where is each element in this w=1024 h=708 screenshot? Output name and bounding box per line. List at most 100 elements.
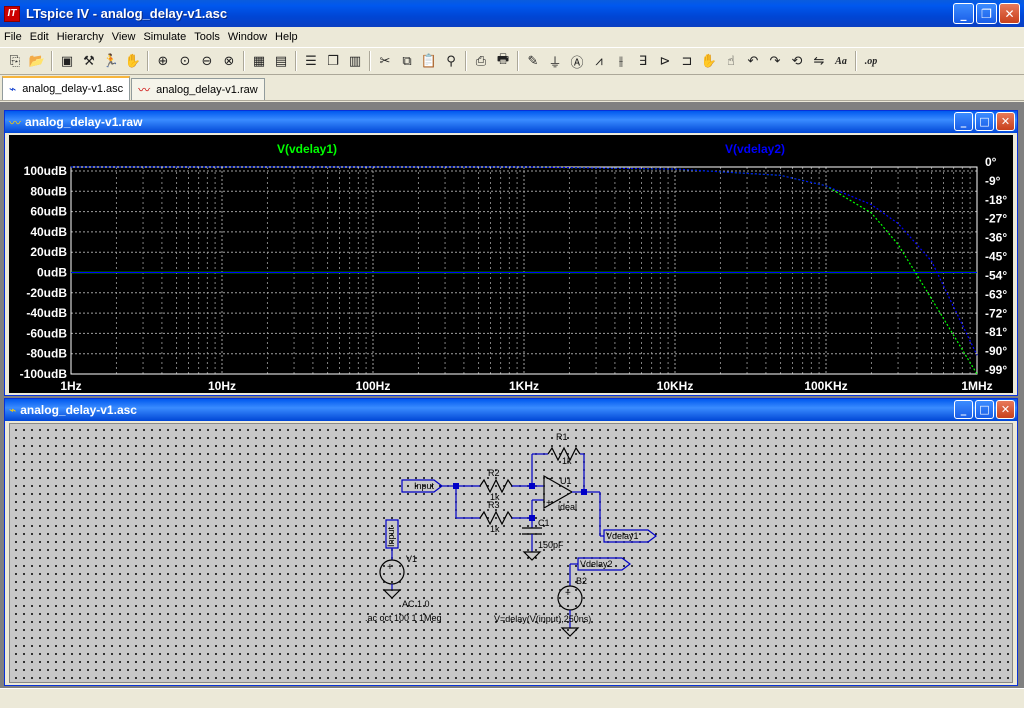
c1-label: C1 [538, 518, 550, 528]
menu-simulate[interactable]: Simulate [143, 30, 187, 43]
junction-dot [453, 483, 459, 489]
new-schematic-icon[interactable]: ⎘ [9, 53, 21, 69]
drag-icon[interactable]: ☝ [727, 53, 735, 69]
print-icon[interactable]: 🖶 [496, 52, 510, 67]
r1-value[interactable]: 1k [562, 456, 572, 466]
close-button[interactable]: ✕ [996, 112, 1015, 131]
copy-icon[interactable]: ⧉ [402, 53, 412, 69]
zoom-pan-icon[interactable]: ⊙ [179, 53, 191, 69]
r3-value[interactable]: 1k [490, 524, 500, 534]
plot-settings-icon[interactable]: ▤ [274, 53, 288, 69]
menu-help[interactable]: Help [275, 30, 298, 43]
print-setup-icon[interactable]: ⎙ [475, 53, 487, 69]
menu-edit[interactable]: Edit [29, 30, 49, 43]
menu-window[interactable]: Window [227, 30, 268, 43]
minimize-button[interactable]: _ [954, 112, 973, 131]
save-icon[interactable]: ▣ [60, 53, 74, 69]
zoom-out-icon[interactable]: ⊖ [201, 53, 213, 69]
toolbar-separator [147, 51, 149, 71]
rotate-icon[interactable]: ⟲ [791, 53, 803, 69]
r1-label: R1 [556, 432, 568, 442]
autoscale-icon[interactable]: ▦ [252, 53, 266, 69]
net-label-vdelay2[interactable]: Vdelay2 [580, 559, 613, 569]
menu-view[interactable]: View [111, 30, 136, 43]
ground-symbol [382, 589, 402, 599]
resistor-icon[interactable]: ⩘ [595, 53, 603, 69]
minimize-button[interactable]: _ [953, 3, 974, 24]
net-label-input[interactable]: Input [414, 481, 435, 491]
net-label-vdelay1-flag[interactable] [603, 529, 657, 543]
maximize-button[interactable]: □ [975, 112, 994, 131]
cut-icon[interactable]: ✂ [379, 53, 391, 69]
draw-wire-icon[interactable]: ✎ [527, 53, 539, 69]
spice-directive[interactable]: .ac oct 100 1 1Meg [365, 613, 442, 623]
open-icon[interactable]: 📂 [28, 53, 46, 69]
redo-icon[interactable]: ↷ [769, 53, 781, 69]
diode-icon[interactable]: ⊳ [659, 53, 671, 69]
halt-icon[interactable]: ✋ [124, 53, 142, 69]
close-button[interactable]: ✕ [996, 400, 1015, 419]
inductor-icon[interactable]: ∃ [638, 53, 648, 69]
x-tick-label: 1Hz [60, 379, 81, 393]
ground-icon[interactable]: ⏚ [548, 55, 562, 71]
paste-icon[interactable]: 📋 [420, 53, 438, 69]
maximize-button[interactable]: □ [975, 400, 994, 419]
net-label-vdelay1[interactable]: Vdelay1 [606, 531, 639, 541]
y2-tick-label: 0° [985, 155, 997, 169]
control-panel-icon[interactable]: ⚒ [83, 53, 95, 69]
minimize-button[interactable]: _ [954, 400, 973, 419]
schematic-window-titlebar[interactable]: ⌁ analog_delay-v1.asc _ □ ✕ [5, 399, 1017, 421]
tab-waveform[interactable]: 〰 analog_delay-v1.raw [131, 78, 265, 100]
tile-vertical-icon[interactable]: ▥ [348, 53, 362, 69]
zoom-in-icon[interactable]: ⊕ [157, 53, 169, 69]
y-tick-label: -20udB [26, 286, 67, 300]
tile-horizontal-icon[interactable]: ☰ [305, 53, 317, 69]
label-net-icon[interactable]: Ⓐ [570, 55, 584, 71]
y-tick-label: -40udB [26, 306, 67, 320]
trace-phase-1 [71, 166, 978, 356]
v1-plus-sign: + [387, 562, 393, 573]
waveform-window-title: analog_delay-v1.raw [25, 115, 143, 129]
cascade-icon[interactable]: ❐ [327, 53, 339, 69]
find-icon[interactable]: ⚲ [446, 53, 456, 69]
restore-button[interactable]: ❐ [976, 3, 997, 24]
net-label-vdelay2-flag[interactable] [577, 557, 631, 571]
close-button[interactable]: ✕ [999, 3, 1020, 24]
zoom-fit-icon[interactable]: ⊗ [223, 53, 235, 69]
r3-label: R3 [488, 500, 500, 510]
net-label-input-v1[interactable]: Input [386, 526, 397, 548]
y2-tick-label: -99° [985, 363, 1007, 377]
undo-icon[interactable]: ↶ [747, 53, 759, 69]
opamp-u1[interactable] [543, 474, 574, 510]
r2-value[interactable]: 1k [490, 492, 500, 502]
trace-label-vdelay1: V(vdelay1) [277, 142, 337, 156]
menu-file[interactable]: File [4, 30, 22, 43]
menu-tools[interactable]: Tools [194, 30, 220, 43]
tab-schematic[interactable]: ⌁ analog_delay-v1.asc [2, 76, 131, 100]
schematic-svg: − + + + [379, 446, 657, 637]
component-icon[interactable]: ⊐ [681, 53, 693, 69]
capacitor-icon[interactable]: ⫲ [618, 53, 624, 69]
resistor-r2[interactable] [479, 478, 513, 494]
net-label-input-v1-flag[interactable] [385, 519, 399, 549]
waveform-window-titlebar[interactable]: 〰 analog_delay-v1.raw _ □ ✕ [5, 111, 1017, 133]
mirror-icon[interactable]: ⇋ [813, 53, 825, 69]
run-icon[interactable]: 🏃 [102, 53, 120, 69]
ground-symbol [560, 627, 580, 637]
text-icon[interactable]: Aa [835, 55, 847, 67]
y-tick-label: -100udB [20, 367, 68, 381]
move-icon[interactable]: ✋ [700, 53, 718, 69]
schematic-canvas[interactable]: − + + + R1 1k R2 1k R3 1k U1 ideal C1 15… [9, 423, 1013, 683]
c1-value[interactable]: 150pF [538, 540, 564, 550]
spice-directive-icon[interactable]: .op [864, 55, 878, 67]
net-label-input-flag[interactable] [401, 479, 443, 493]
b2-value[interactable]: V=delay(V(input),250ns) [494, 614, 592, 624]
resistor-r3[interactable] [479, 510, 513, 526]
v1-value[interactable]: AC 1 0 [402, 599, 430, 609]
ltspice-icon[interactable]: IT [4, 5, 20, 22]
menu-hierarchy[interactable]: Hierarchy [56, 30, 104, 43]
u1-value[interactable]: ideal [558, 502, 578, 512]
resistor-r1[interactable] [547, 446, 581, 462]
